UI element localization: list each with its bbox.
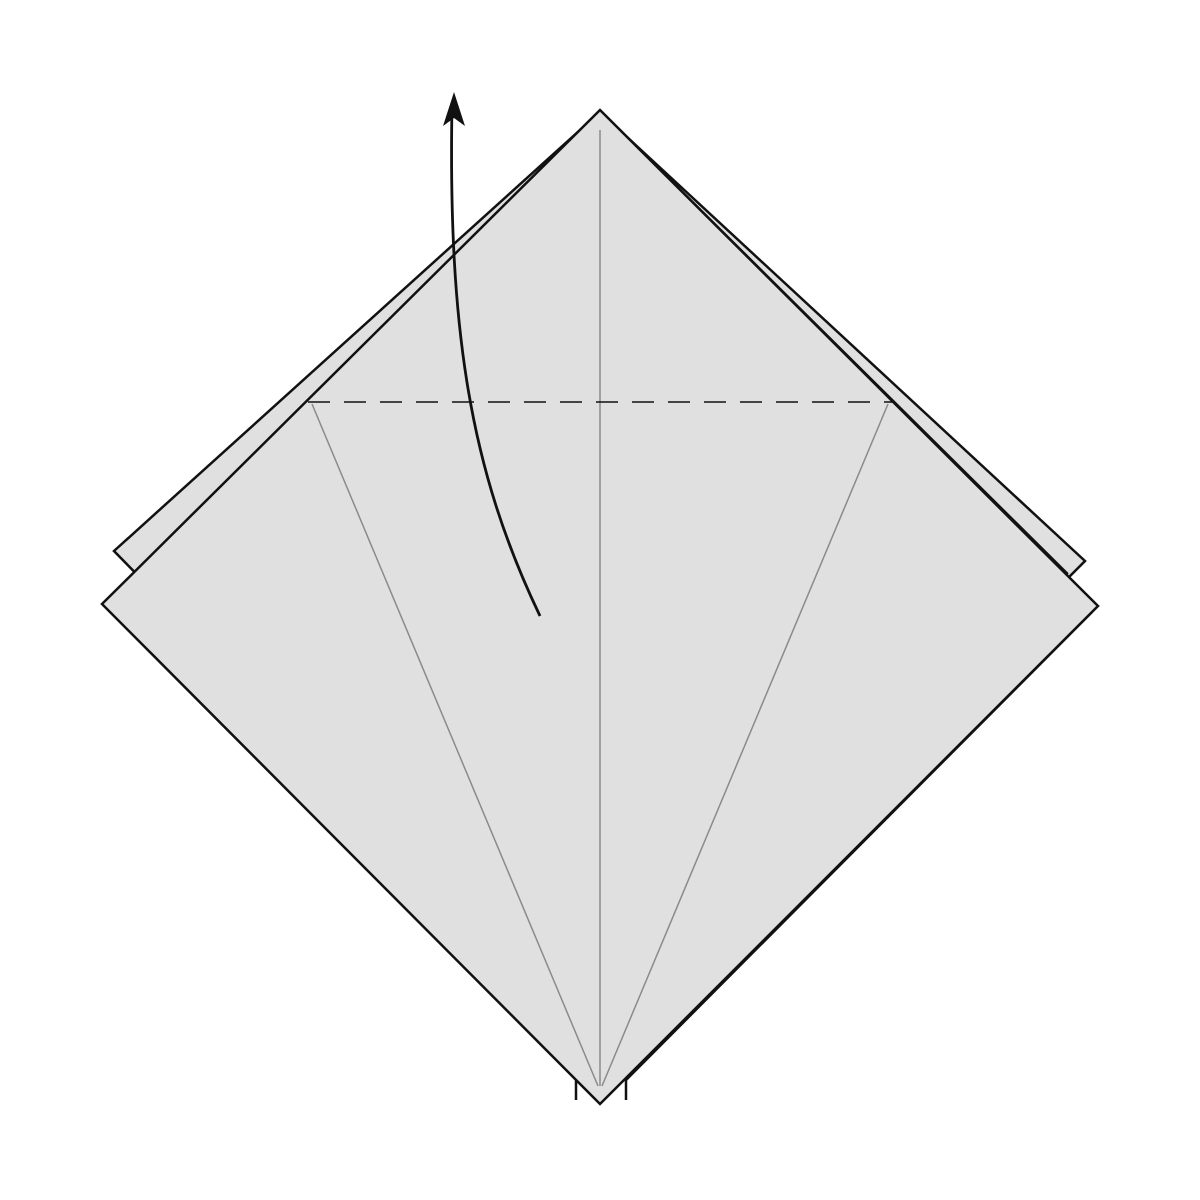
- left-kite-crease: [311, 403, 599, 1087]
- fold-direction-arrow: [450, 103, 542, 617]
- lower-right-inner-edge: [603, 653, 1051, 1101]
- curved-arrow-up-icon: [443, 92, 465, 126]
- lower-left-inner-edge: [149, 651, 597, 1101]
- right-kite-crease: [601, 403, 889, 1087]
